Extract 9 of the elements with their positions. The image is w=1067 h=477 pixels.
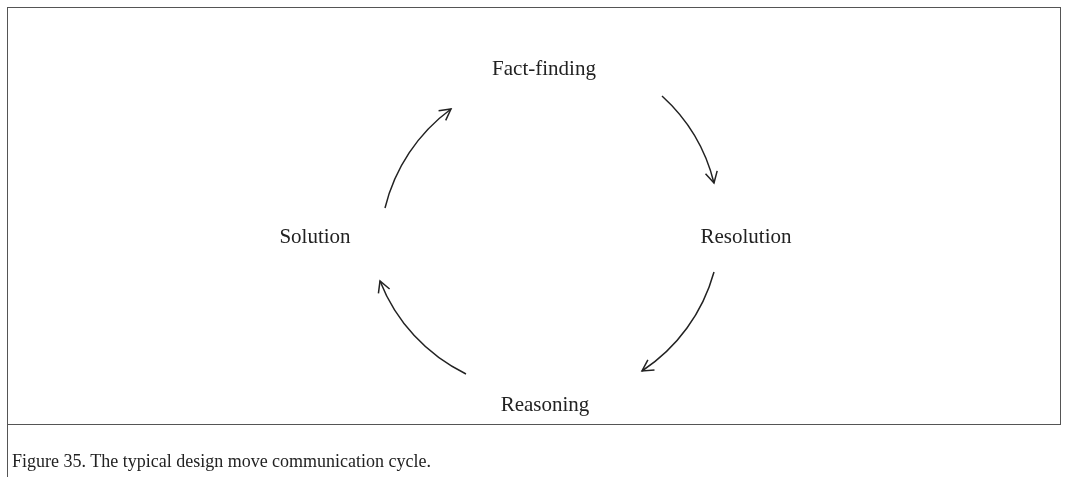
curved-arrow [661, 95, 718, 184]
curved-arrow [378, 280, 467, 375]
node-label: Solution [265, 211, 365, 261]
curved-arrow [641, 271, 715, 372]
node-label: Reasoning [486, 379, 604, 429]
figure-caption: Figure 35. The typical design move communication cycle. [12, 451, 432, 472]
node-label: Fact-finding [478, 43, 610, 93]
node-label: Resolution [686, 211, 806, 261]
curved-arrow [384, 108, 452, 209]
